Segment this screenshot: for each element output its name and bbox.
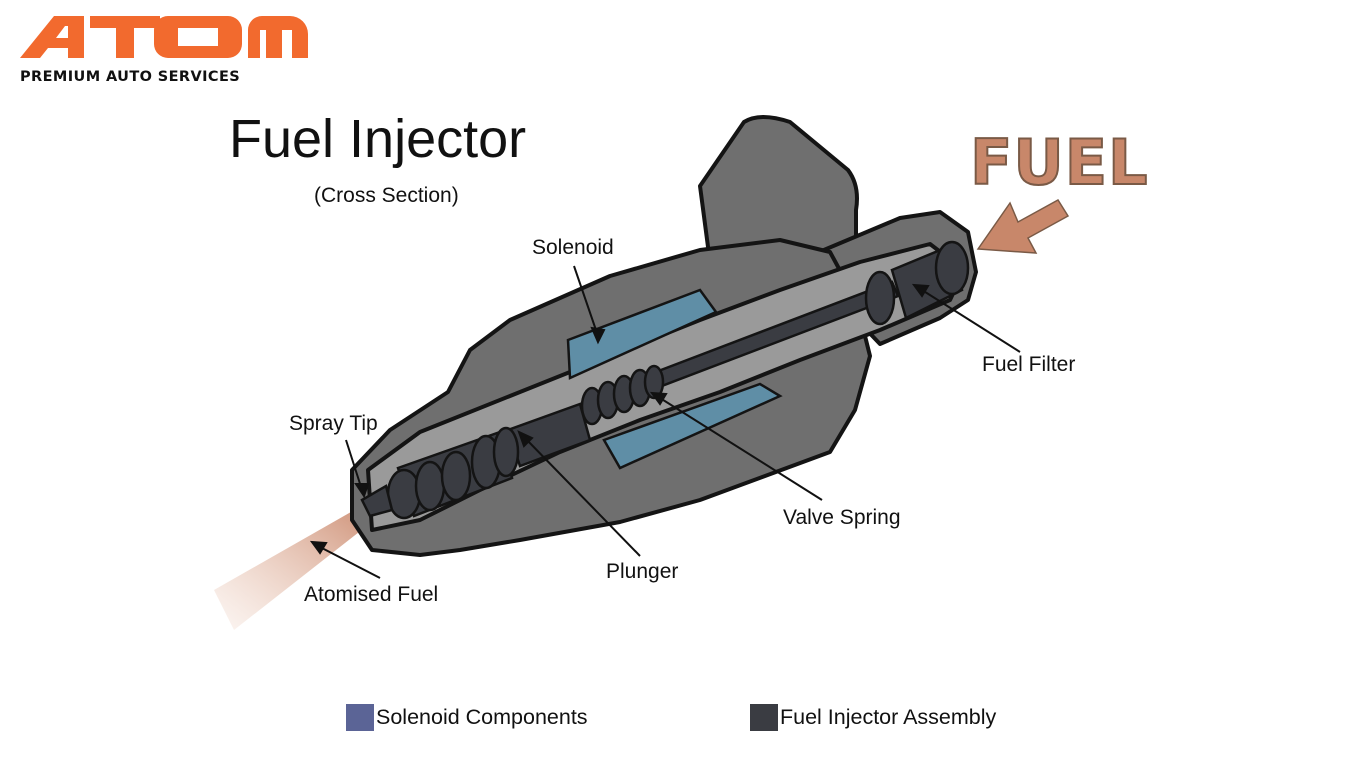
legend-fuel-injector-assembly: Fuel Injector Assembly xyxy=(750,703,996,731)
atom-logo: PREMIUM AUTO SERVICES xyxy=(18,14,318,92)
label-spray-tip: Spray Tip xyxy=(289,412,378,435)
label-valve-spring: Valve Spring xyxy=(783,506,901,529)
valve-needle-assembly xyxy=(360,240,970,520)
leader-valve-spring xyxy=(659,397,823,501)
label-fuel-filter: Fuel Filter xyxy=(982,353,1076,376)
label-plunger: Plunger xyxy=(606,560,679,583)
valve-spring xyxy=(580,364,665,426)
diagram-title: Fuel Injector xyxy=(229,109,527,169)
label-solenoid: Solenoid xyxy=(532,236,614,259)
legend-label-assembly: Fuel Injector Assembly xyxy=(780,704,997,729)
atomised-fuel-spray xyxy=(214,500,382,630)
connector-housing xyxy=(698,115,859,264)
leader-solenoid xyxy=(573,265,599,337)
fuel-inlet-word: FUEL xyxy=(969,125,1149,200)
legend-swatch-assembly xyxy=(750,703,778,731)
nozzle-assembly xyxy=(386,426,520,520)
leader-fuel-filter xyxy=(921,289,1021,353)
spray-tip-needle xyxy=(360,484,394,518)
solenoid-lower xyxy=(602,382,783,470)
fuel-arrow-icon xyxy=(976,199,1070,254)
legend-solenoid-components: Solenoid Components xyxy=(346,703,588,731)
leader-lines xyxy=(309,265,1021,579)
logo-tagline: PREMIUM AUTO SERVICES xyxy=(20,69,241,85)
solenoid-windings xyxy=(566,288,783,470)
fuel-filter xyxy=(864,240,970,326)
legend-label-solenoid: Solenoid Components xyxy=(376,704,588,729)
label-atomised-fuel: Atomised Fuel xyxy=(304,583,439,606)
solenoid-upper xyxy=(566,288,718,380)
leader-plunger xyxy=(524,437,641,557)
leader-atomised-fuel xyxy=(317,545,381,579)
leader-spray-tip xyxy=(345,439,363,491)
atom-logo-mark xyxy=(20,16,308,58)
legend-swatch-solenoid xyxy=(346,703,374,731)
diagram-subtitle: (Cross Section) xyxy=(314,184,459,207)
